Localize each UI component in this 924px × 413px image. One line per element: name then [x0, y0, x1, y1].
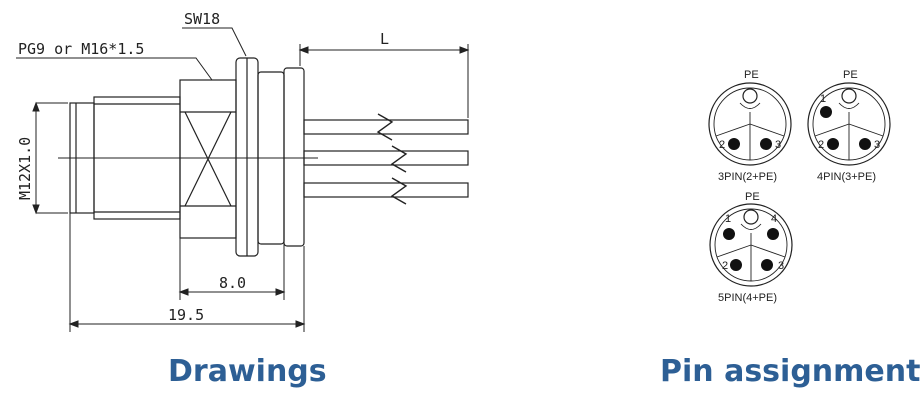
pin-number: 3: [775, 139, 781, 151]
pin-number: 1: [820, 93, 826, 105]
pe-label: PE: [745, 191, 760, 203]
pin-diagram-5pin: PE 1 4 2 3 5PIN(4+PE): [709, 191, 793, 304]
pin-number: 2: [722, 260, 728, 272]
label-sw18: SW18: [184, 10, 220, 28]
pin-number: 2: [818, 139, 824, 151]
technical-drawing: SW18 PG9 or M16*1.5 L M12X1.0 8.0 19.5 P…: [16, 10, 891, 332]
pin-4-dot: [767, 228, 779, 240]
layout-name: 5PIN(4+PE): [718, 292, 777, 304]
cable-wires: [303, 113, 469, 205]
pin-2-dot: [728, 138, 740, 150]
pin-diagram-4pin: PE 1 2 3 4PIN(3+PE): [807, 69, 891, 183]
dim-8-0: 8.0: [219, 274, 246, 292]
pin-2-dot: [730, 259, 742, 271]
label-length-l: L: [380, 30, 389, 48]
dim-19-5: 19.5: [168, 306, 204, 324]
rear-housing: [283, 67, 305, 247]
caption-drawings: Drawings: [168, 354, 327, 389]
pin-number: 3: [874, 139, 880, 151]
pe-label: PE: [843, 69, 858, 81]
pin-number: 3: [778, 260, 784, 272]
dimension-lines: [16, 27, 470, 332]
pin-3-dot: [761, 259, 773, 271]
caption-pin-assignment: Pin assignment: [660, 354, 921, 389]
layout-name: 3PIN(2+PE): [718, 171, 777, 183]
pin-3-dot: [859, 138, 871, 150]
pin-3-dot: [760, 138, 772, 150]
label-m12x1: M12X1.0: [16, 137, 34, 200]
pin-number: 4: [771, 213, 777, 225]
pin-1-dot: [723, 228, 735, 240]
pin-number: 1: [725, 213, 731, 225]
pe-label: PE: [744, 69, 759, 81]
pin-number: 2: [719, 139, 725, 151]
label-thread-spec: PG9 or M16*1.5: [18, 40, 144, 58]
pin-1-dot: [820, 106, 832, 118]
pin-diagram-3pin: PE 2 3 3PIN(2+PE): [708, 69, 792, 183]
layout-name: 4PIN(3+PE): [817, 171, 876, 183]
connector-side-view: [58, 57, 469, 257]
pin-2-dot: [827, 138, 839, 150]
